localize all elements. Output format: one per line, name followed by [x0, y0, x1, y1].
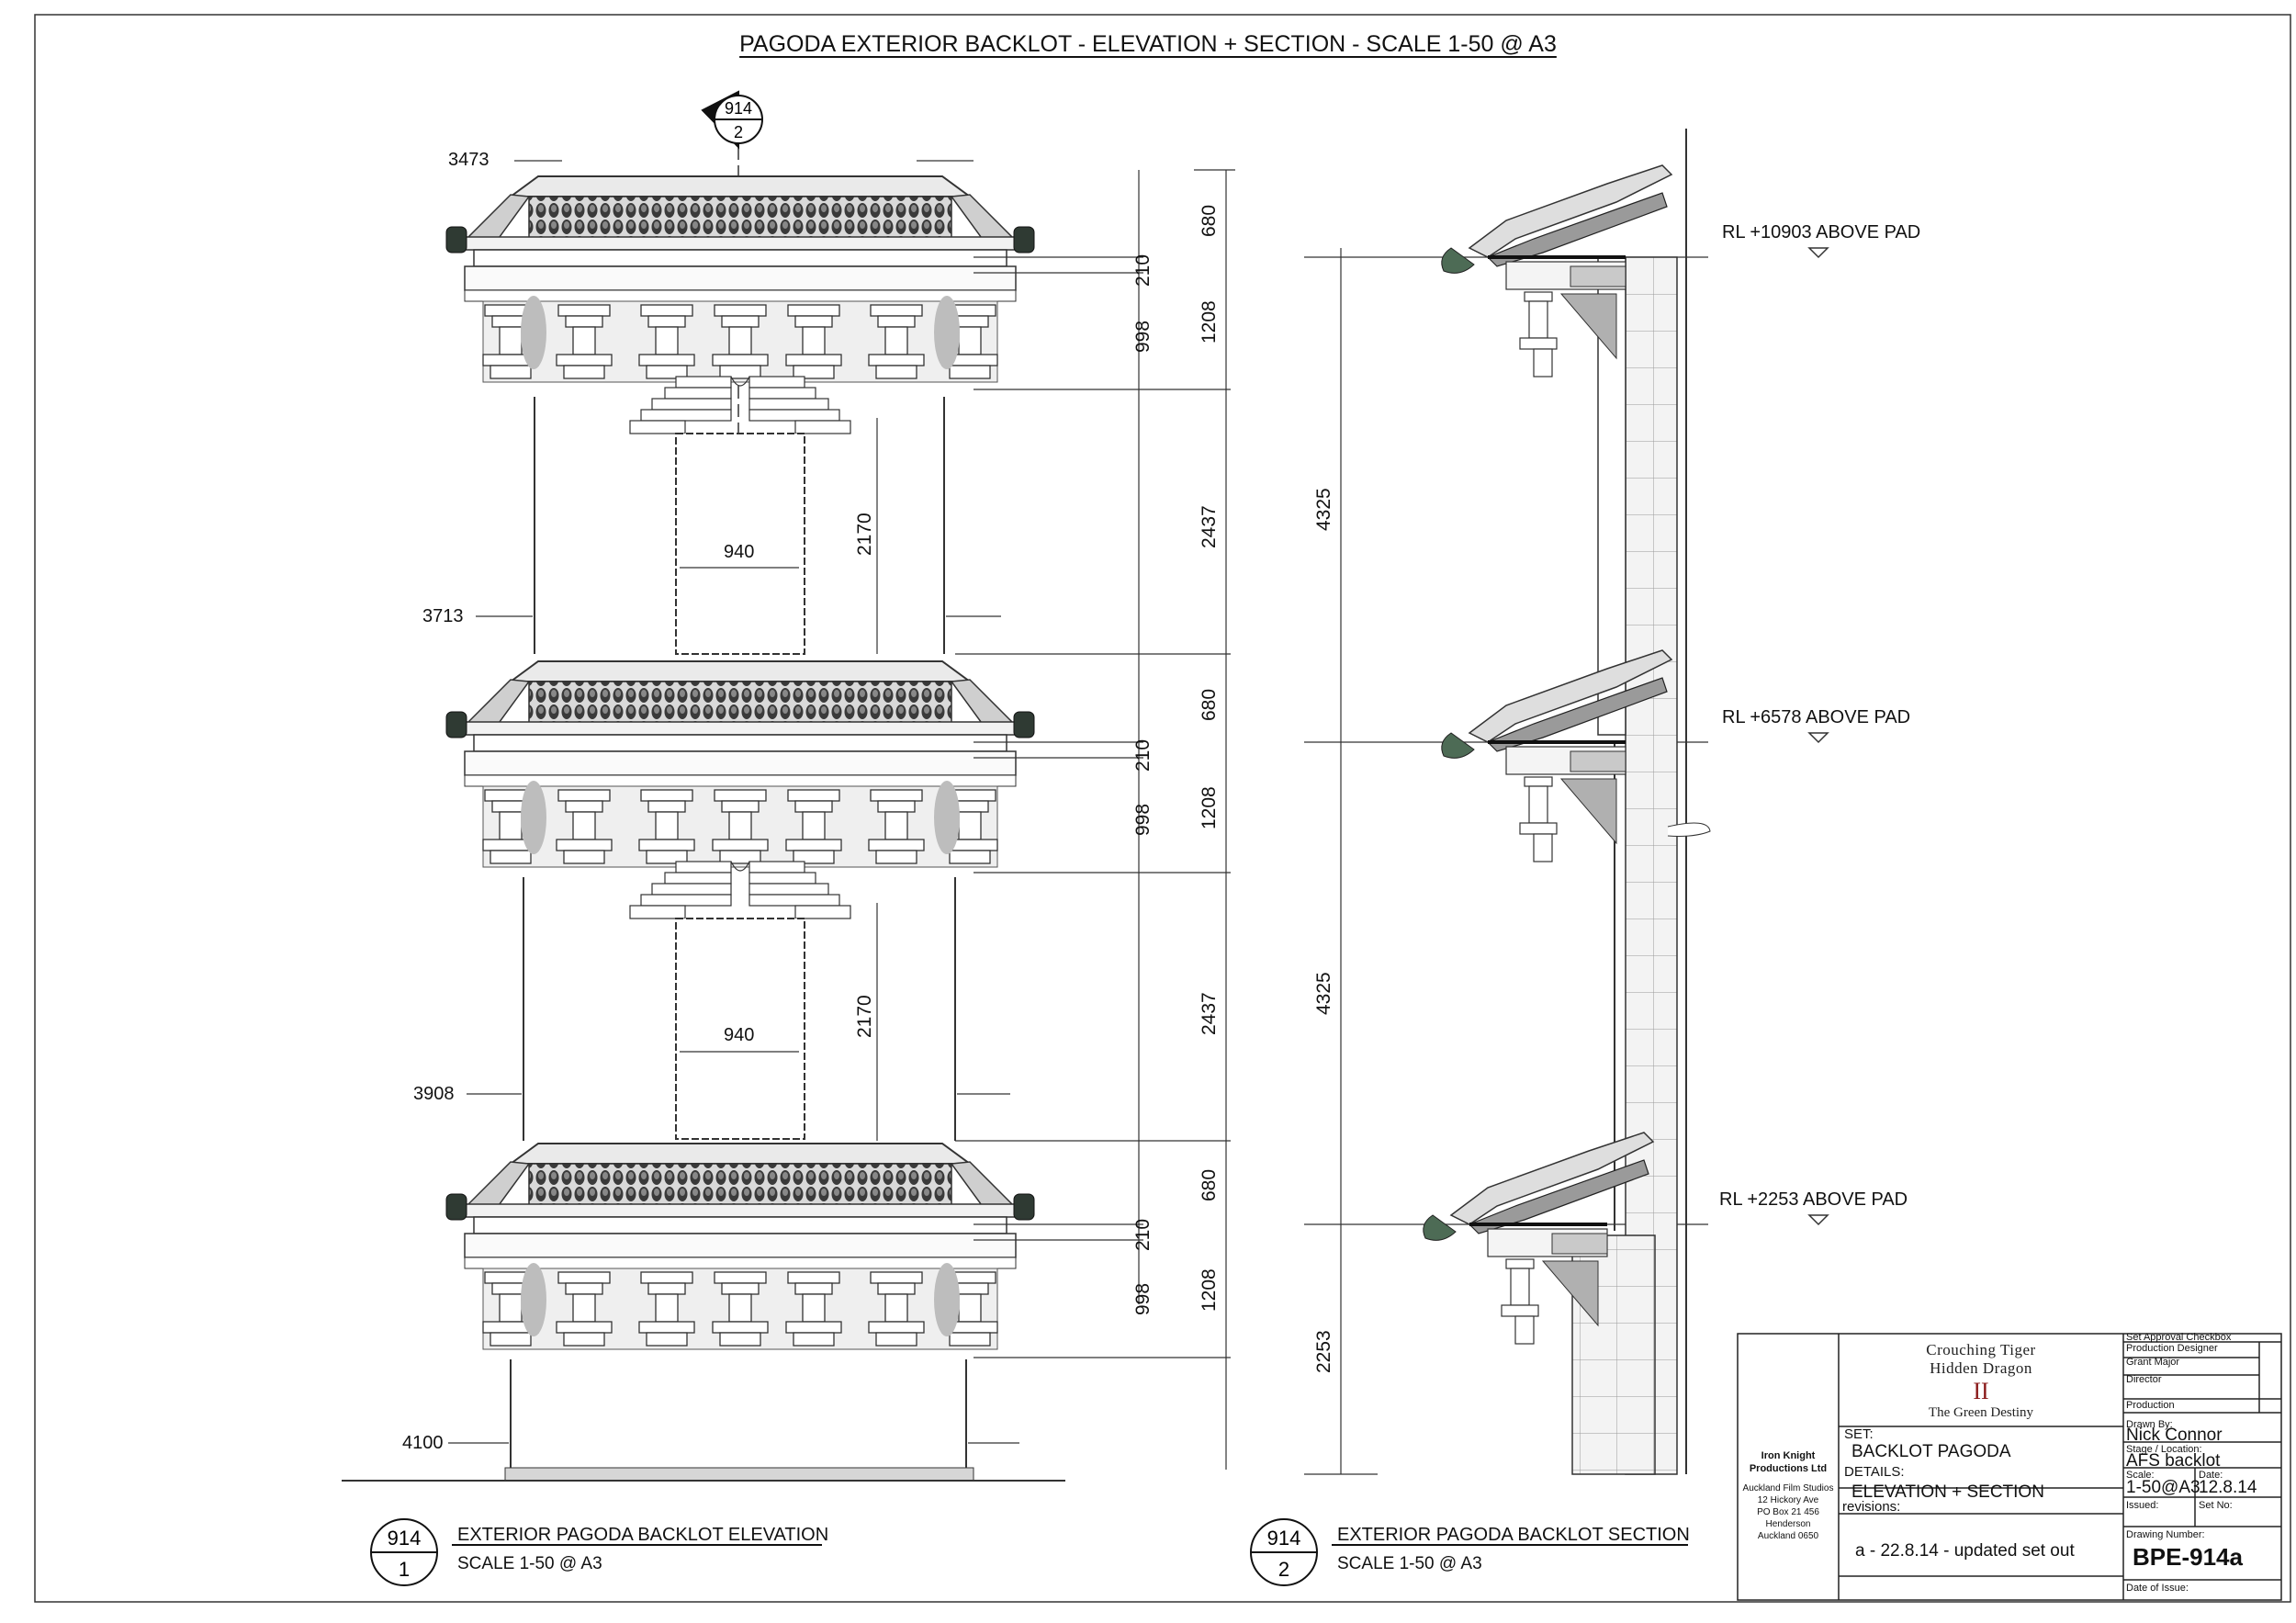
revisions-label: revisions: [1842, 1499, 1901, 1515]
approval-title: Set Approval Checkbox [2126, 1332, 2232, 1343]
rl-label-1: RL +10903 ABOVE PAD [1722, 222, 1921, 242]
elev-caption-number-bottom: 1 [399, 1558, 410, 1581]
dim-width-2: 3713 [422, 606, 464, 626]
rl-label-2: RL +6578 ABOVE PAD [1722, 707, 1911, 727]
sect-caption-scale: SCALE 1-50 @ A3 [1337, 1554, 1482, 1573]
company-address-5: Auckland 0650 [1757, 1531, 1819, 1541]
dim-level-3: 2253 [1313, 1330, 1334, 1373]
dim-v-210-b: 210 [1132, 738, 1154, 772]
elev-caption-title: EXTERIOR PAGODA BACKLOT ELEVATION [457, 1525, 829, 1545]
drawn-by-value: Nick Connor [2126, 1426, 2223, 1445]
date-of-issue-label: Date of Issue: [2126, 1583, 2189, 1594]
details-value: ELEVATION + SECTION [1851, 1482, 2044, 1502]
company-name-2: Productions Ltd [1749, 1463, 1828, 1474]
approval-production: Production [2126, 1400, 2175, 1411]
dim-v-210-a: 210 [1132, 254, 1154, 287]
dim-door-width-1: 940 [724, 542, 755, 562]
company-block: Iron Knight Productions Ltd Auckland Fil… [1738, 1449, 1839, 1542]
logo-line-3: II [1973, 1378, 1989, 1404]
dim-door-height-2: 2170 [854, 995, 875, 1038]
dim-width-3: 3908 [413, 1084, 455, 1104]
set-value: BACKLOT PAGODA [1851, 1442, 2011, 1461]
dim-v-998-b: 998 [1132, 803, 1154, 836]
sheet-title-text: PAGODA EXTERIOR BACKLOT - ELEVATION + SE… [739, 31, 1557, 57]
dim-v-680-b: 680 [1199, 688, 1220, 721]
stage-label: Stage / Location: [2126, 1444, 2202, 1455]
dim-level-2: 4325 [1313, 972, 1334, 1015]
logo-line-2: Hidden Dragon [1930, 1359, 2032, 1377]
date-label: Date: [2199, 1470, 2223, 1481]
dim-door-width-2: 940 [724, 1025, 755, 1045]
set-label: SET: [1844, 1426, 1874, 1442]
issued-label: Issued: [2126, 1500, 2159, 1511]
elev-caption-scale: SCALE 1-50 @ A3 [457, 1554, 602, 1573]
company-name-1: Iron Knight [1761, 1450, 1816, 1461]
rl-label-3: RL +2253 ABOVE PAD [1719, 1189, 1908, 1210]
date-value: 12.8.14 [2199, 1478, 2257, 1497]
production-logo: Crouching Tiger Hidden Dragon II The Gre… [1839, 1341, 2123, 1421]
company-address-1: Auckland Film Studios [1742, 1483, 1834, 1493]
drawing-number-label: Drawing Number: [2126, 1529, 2205, 1540]
dim-v-1208-a: 1208 [1199, 300, 1220, 344]
dim-v-210-c: 210 [1132, 1218, 1154, 1251]
elev-marker-bottom: 2 [734, 123, 743, 141]
stage-value: AFS backlot [2126, 1451, 2221, 1471]
set-no-label: Set No: [2199, 1500, 2233, 1511]
dim-v-1208-b: 1208 [1199, 786, 1220, 829]
scale-value: 1-50@A3 [2126, 1478, 2200, 1497]
company-address-4: Henderson [1765, 1519, 1811, 1529]
elev-marker-top: 914 [725, 99, 752, 118]
sect-caption-title: EXTERIOR PAGODA BACKLOT SECTION [1337, 1525, 1690, 1545]
dim-v-680-c: 680 [1199, 1168, 1220, 1201]
dim-v-1208-c: 1208 [1199, 1268, 1220, 1312]
dim-v-2437-b: 2437 [1199, 992, 1220, 1035]
approval-prod-designer: Production Designer [2126, 1343, 2218, 1354]
dim-width-4: 4100 [402, 1433, 444, 1453]
dim-v-998-c: 998 [1132, 1282, 1154, 1315]
sect-caption-number-top: 914 [1267, 1527, 1301, 1550]
dim-door-height-1: 2170 [854, 513, 875, 556]
sheet-title: PAGODA EXTERIOR BACKLOT - ELEVATION + SE… [0, 31, 2296, 58]
drawing-number: BPE-914a [2133, 1543, 2243, 1571]
logo-line-4: The Green Destiny [1928, 1405, 2034, 1420]
dim-v-680-a: 680 [1199, 204, 1220, 237]
scale-label: Scale: [2126, 1470, 2155, 1481]
drawn-by-label: Drawn By: [2126, 1419, 2173, 1430]
details-label: DETAILS: [1844, 1464, 1905, 1480]
company-address-3: PO Box 21 456 [1757, 1507, 1819, 1517]
logo-line-1: Crouching Tiger [1926, 1341, 2036, 1358]
approval-director: Director [2126, 1374, 2162, 1385]
company-address-2: 12 Hickory Ave [1757, 1495, 1819, 1505]
dim-v-2437-a: 2437 [1199, 505, 1220, 548]
dim-v-998-a: 998 [1132, 320, 1154, 353]
approval-prod-designer-name: Grant Major [2126, 1357, 2180, 1368]
elev-caption-number-top: 914 [388, 1527, 422, 1550]
dim-level-1: 4325 [1313, 488, 1334, 531]
revision-entry-1: a - 22.8.14 - updated set out [1855, 1541, 2075, 1561]
dim-width-1: 3473 [448, 150, 490, 170]
sect-caption-number-bottom: 2 [1278, 1558, 1289, 1581]
